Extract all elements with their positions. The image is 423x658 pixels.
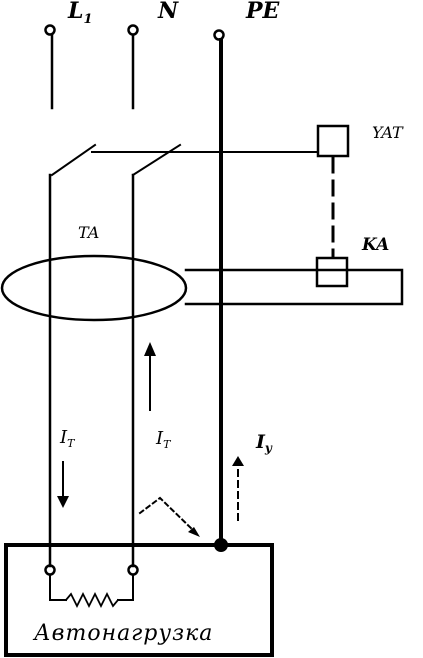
relay-ka xyxy=(315,256,349,288)
ta-secondary-loop xyxy=(184,268,404,306)
breaker-contact-n xyxy=(131,143,182,177)
trip-coil-yat xyxy=(316,124,350,158)
terminal-label-pe: PE xyxy=(245,0,281,24)
arrow-leak-up-dashed xyxy=(232,456,244,521)
terminal-label-l1: L1 xyxy=(67,0,93,27)
pe-junction-dot xyxy=(214,538,228,552)
current-label-left: IT xyxy=(59,427,76,450)
ta-label: TA xyxy=(78,223,99,242)
terminal-l1 xyxy=(44,24,56,36)
terminal-label-n: N xyxy=(157,0,179,24)
current-transformer-ta xyxy=(0,254,188,322)
current-label-right: IT xyxy=(155,428,172,451)
load-label: Автонагрузка xyxy=(32,621,213,646)
arrow-down-left xyxy=(57,461,69,508)
current-label-leak: Iу xyxy=(255,431,273,455)
arrow-leak-dotted xyxy=(138,496,200,537)
yat-label: YAT xyxy=(372,123,404,142)
load-enclosure xyxy=(4,543,274,657)
breaker-contact-l1 xyxy=(50,143,97,177)
arrow-up-right xyxy=(144,342,156,411)
ka-label: KA xyxy=(361,235,389,255)
load-resistor xyxy=(49,574,134,609)
terminal-n xyxy=(127,24,139,36)
